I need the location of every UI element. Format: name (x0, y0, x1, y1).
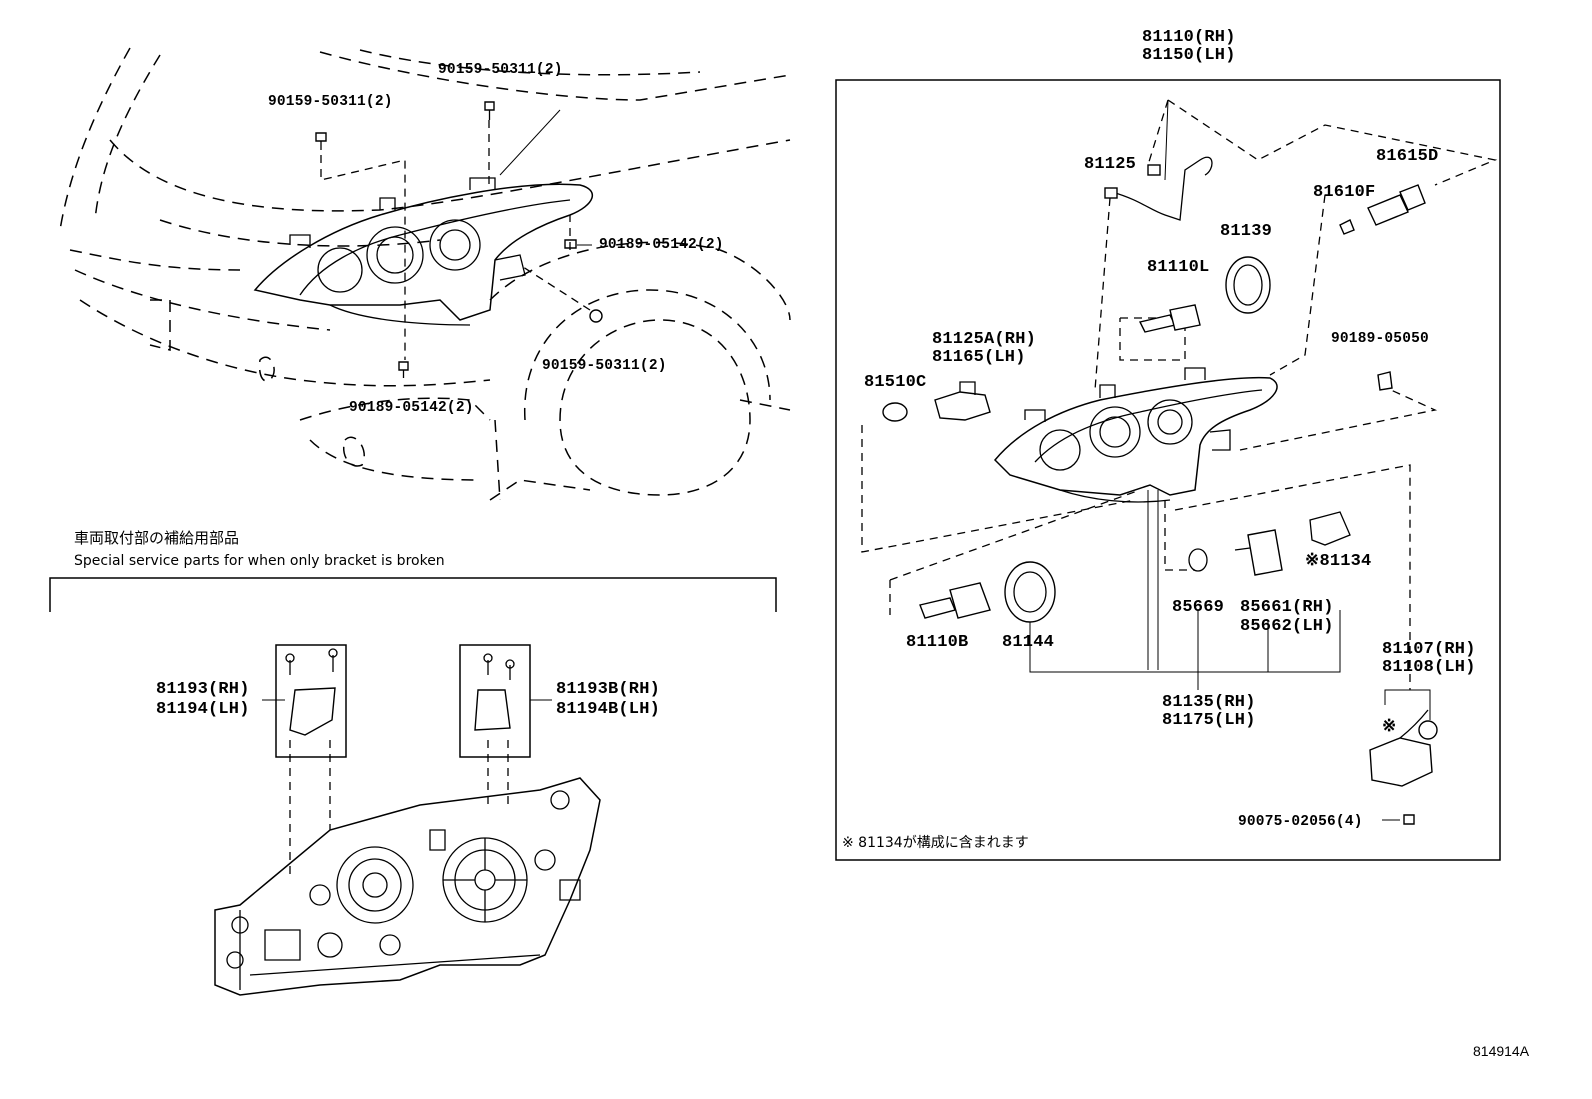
label-81193-rh: 81193(RH) (156, 680, 250, 699)
label-85669: 85669 (1172, 598, 1225, 617)
headlight-installed (253, 177, 593, 326)
label-81165-lh: 81165(LH) (932, 348, 1026, 367)
label-81193b-rh: 81193B(RH) (556, 680, 661, 699)
label-85662-lh: 85662(LH) (1240, 617, 1334, 636)
bracket-note-en: Special service parts for when only brac… (74, 553, 445, 569)
exploded-small-parts (882, 184, 1438, 825)
label-90159-50311-top: 90159-50311(2) (438, 62, 563, 78)
label-81135-rh: 81135(RH) (1162, 693, 1256, 712)
label-81615d: 81615D (1376, 147, 1439, 166)
label-81125: 81125 (1084, 155, 1137, 174)
label-81194b-lh: 81194B(LH) (556, 700, 661, 719)
label-90159-50311-low: 90159-50311(2) (542, 358, 667, 374)
asterisk-mark: ※ (1382, 718, 1397, 737)
label-81150-lh: 81150(LH) (1142, 46, 1236, 65)
label-81610f: 81610F (1313, 183, 1376, 202)
label-85661-rh: 85661(RH) (1240, 598, 1334, 617)
figure-id: 814914A (1473, 1043, 1530, 1059)
label-81194-lh: 81194(LH) (156, 700, 250, 719)
label-81110b: 81110B (906, 633, 969, 652)
wiring-81125 (1104, 156, 1213, 221)
bracket-note-jp: 車両取付部の補給用部品 (74, 529, 240, 547)
label-81110l: 81110L (1147, 258, 1210, 277)
label-81108-lh: 81108(LH) (1382, 658, 1476, 677)
label-90159-50311-left: 90159-50311(2) (268, 94, 393, 110)
included-note: ※ 81134が構成に含まれます (842, 835, 1029, 851)
headlight-exploded-main (993, 367, 1278, 503)
label-90189-05142-low: 90189-05142(2) (349, 400, 474, 416)
label-81107-rh: 81107(RH) (1382, 640, 1476, 659)
bracket-parts (285, 648, 515, 875)
label-81134: ※81134 (1305, 552, 1372, 571)
label-81144: 81144 (1002, 633, 1055, 652)
bracket-section-frame (49, 577, 777, 758)
label-90189-05050: 90189-05050 (1331, 331, 1429, 347)
label-81510c: 81510C (864, 373, 927, 392)
exploded-frame (835, 79, 1501, 861)
fastener-leaders (320, 109, 592, 360)
vehicle-front-outline (59, 47, 791, 501)
label-90189-05142-right: 90189-05142(2) (599, 237, 724, 253)
fastener-screws (315, 101, 603, 378)
headlight-rear-view (214, 777, 601, 996)
label-90075-02056: 90075-02056(4) (1238, 814, 1363, 830)
label-81175-lh: 81175(LH) (1162, 711, 1256, 730)
label-81125a-rh: 81125A(RH) (932, 330, 1037, 349)
label-81110-rh: 81110(RH) (1142, 28, 1236, 47)
label-81139: 81139 (1220, 222, 1273, 241)
